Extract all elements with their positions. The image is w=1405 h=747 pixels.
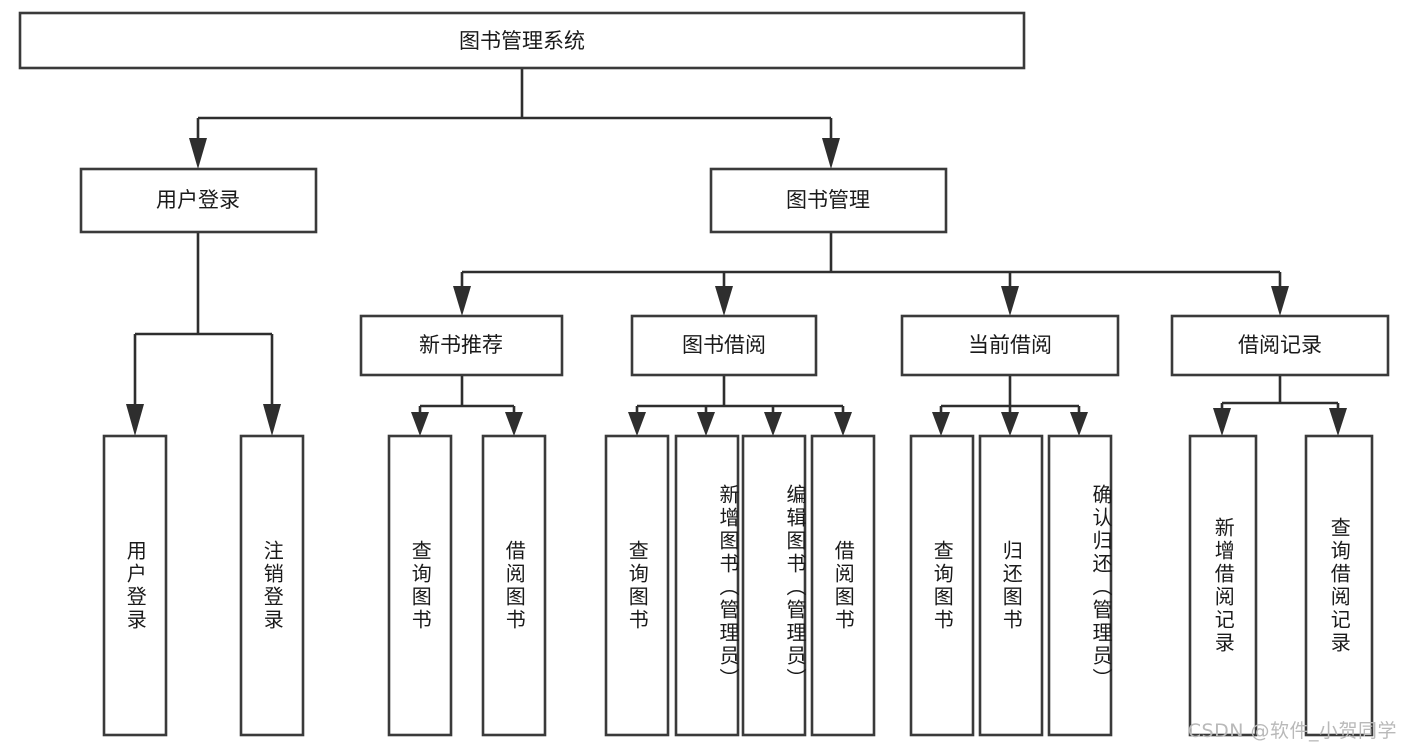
csdn-watermark: CSDN @软件_小贺同学 <box>1187 720 1397 742</box>
leaf-box-bookborrow-borrow[interactable] <box>810 434 876 737</box>
node-current-borrow-label: 当前借阅 <box>968 333 1052 357</box>
leaf-group-new-book-recommend <box>387 434 547 737</box>
node-new-book-recommend[interactable]: 新书推荐 <box>359 314 564 377</box>
node-root-label: 图书管理系统 <box>459 29 585 53</box>
node-book-borrow[interactable]: 图书借阅 <box>630 314 818 377</box>
node-book-management-box[interactable] <box>709 167 948 234</box>
arrow-head-icon <box>1001 412 1019 436</box>
node-book-borrow-label: 图书借阅 <box>682 333 766 357</box>
node-book-borrow-box[interactable] <box>630 314 818 377</box>
arrow-head-icon <box>697 412 715 436</box>
arrow-head-icon <box>1329 408 1347 436</box>
arrow-head-icon <box>1001 286 1019 316</box>
node-borrow-record[interactable]: 借阅记录 <box>1170 314 1390 377</box>
connector-borrowrecord-to-leaves <box>1213 375 1347 436</box>
leaf-box-newbook-query[interactable] <box>387 434 453 737</box>
arrow-head-icon <box>1213 408 1231 436</box>
node-borrow-record-box[interactable] <box>1170 314 1390 377</box>
leaf-box-newbook-borrow[interactable] <box>481 434 547 737</box>
leaf-group-book-borrow <box>604 434 876 737</box>
arrow-head-icon <box>822 138 840 169</box>
connector-root-to-level2 <box>189 68 840 169</box>
node-user-login-box[interactable] <box>79 167 318 234</box>
arrow-head-icon <box>263 404 281 436</box>
leaf-group-user-login <box>102 434 305 737</box>
node-current-borrow-box[interactable] <box>900 314 1120 377</box>
arrow-head-icon <box>1070 412 1088 436</box>
leaf-box-borrowrecord-query[interactable] <box>1304 434 1374 737</box>
leaf-box-bookborrow-query[interactable] <box>604 434 670 737</box>
arrow-head-icon <box>411 412 429 436</box>
arrow-head-icon <box>126 404 144 436</box>
connector-bookborrow-to-leaves <box>628 375 852 436</box>
leaf-box-currentborrow-return[interactable] <box>978 434 1044 737</box>
leaf-box-borrowrecord-add[interactable] <box>1188 434 1258 737</box>
leaf-box-bookborrow-edit[interactable] <box>741 434 807 737</box>
leaf-box-user-login-signin[interactable] <box>102 434 168 737</box>
leaf-box-currentborrow-query[interactable] <box>909 434 975 737</box>
connector-newbook-to-leaves <box>411 375 523 436</box>
arrow-head-icon <box>834 412 852 436</box>
node-new-book-recommend-box[interactable] <box>359 314 564 377</box>
connector-bookmgmt-to-level3 <box>453 232 1289 316</box>
node-root-box[interactable] <box>18 11 1026 70</box>
leaf-group-current-borrow <box>909 434 1113 737</box>
arrow-head-icon <box>1271 286 1289 316</box>
node-book-management[interactable]: 图书管理 <box>709 167 948 234</box>
node-book-management-label: 图书管理 <box>786 188 870 212</box>
connector-userlogin-to-leaves <box>126 232 281 436</box>
leaf-group-borrow-record <box>1188 434 1374 737</box>
leaf-box-user-login-signout[interactable] <box>239 434 305 737</box>
node-current-borrow[interactable]: 当前借阅 <box>900 314 1120 377</box>
node-borrow-record-label: 借阅记录 <box>1238 333 1322 357</box>
arrow-head-icon <box>189 138 207 169</box>
leaf-box-bookborrow-add[interactable] <box>674 434 740 737</box>
node-user-login-label: 用户登录 <box>156 188 240 212</box>
arrow-head-icon <box>628 412 646 436</box>
node-root-system[interactable]: 图书管理系统 <box>18 11 1026 70</box>
arrow-head-icon <box>453 286 471 316</box>
node-user-login[interactable]: 用户登录 <box>79 167 318 234</box>
arrow-head-icon <box>715 286 733 316</box>
node-new-book-recommend-label: 新书推荐 <box>419 333 503 357</box>
arrow-head-icon <box>505 412 523 436</box>
leaf-box-currentborrow-confirm[interactable] <box>1047 434 1113 737</box>
arrow-head-icon <box>764 412 782 436</box>
arrow-head-icon <box>932 412 950 436</box>
connector-currentborrow-to-leaves <box>932 375 1088 436</box>
